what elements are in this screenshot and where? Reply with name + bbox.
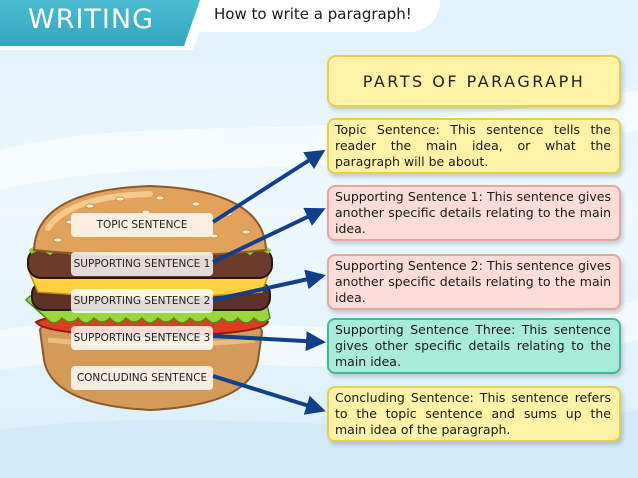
arrow-topic	[211, 149, 326, 224]
header-subtitle-bar	[200, 0, 440, 32]
description-supporting-2: Supporting Sentence 2: This sentence giv…	[327, 254, 621, 310]
section-tab	[0, 0, 200, 46]
burger-label-concluding: CONCLUDING SENTENCE	[71, 366, 213, 390]
parts-title: PARTS OF PARAGRAPH	[362, 71, 586, 91]
burger-label-topic: TOPIC SENTENCE	[71, 213, 213, 237]
section-title: WRITING	[28, 4, 154, 35]
burger-label-supporting-1: SUPPORTING SENTENCE 1	[71, 252, 213, 276]
burger-label-supporting-3: SUPPORTING SENTENCE 3	[71, 326, 213, 350]
arrow-supporting-1	[212, 207, 326, 264]
burger-label-supporting-2: SUPPORTING SENTENCE 2	[71, 289, 213, 313]
arrow-supporting-2	[212, 269, 326, 302]
description-supporting-3: Supporting Sentence Three: This sentence…	[327, 318, 621, 374]
description-concluding: Concluding Sentence: This sentence refer…	[327, 386, 621, 442]
arrow-concluding	[212, 374, 326, 415]
description-topic: Topic Sentence: This sentence tells the …	[327, 118, 621, 174]
arrow-supporting-3	[212, 331, 326, 352]
page-subtitle: How to write a paragraph!	[214, 5, 412, 23]
parts-title-box: PARTS OF PARAGRAPH	[327, 55, 621, 107]
description-supporting-1: Supporting Sentence 1: This sentence giv…	[327, 185, 621, 241]
